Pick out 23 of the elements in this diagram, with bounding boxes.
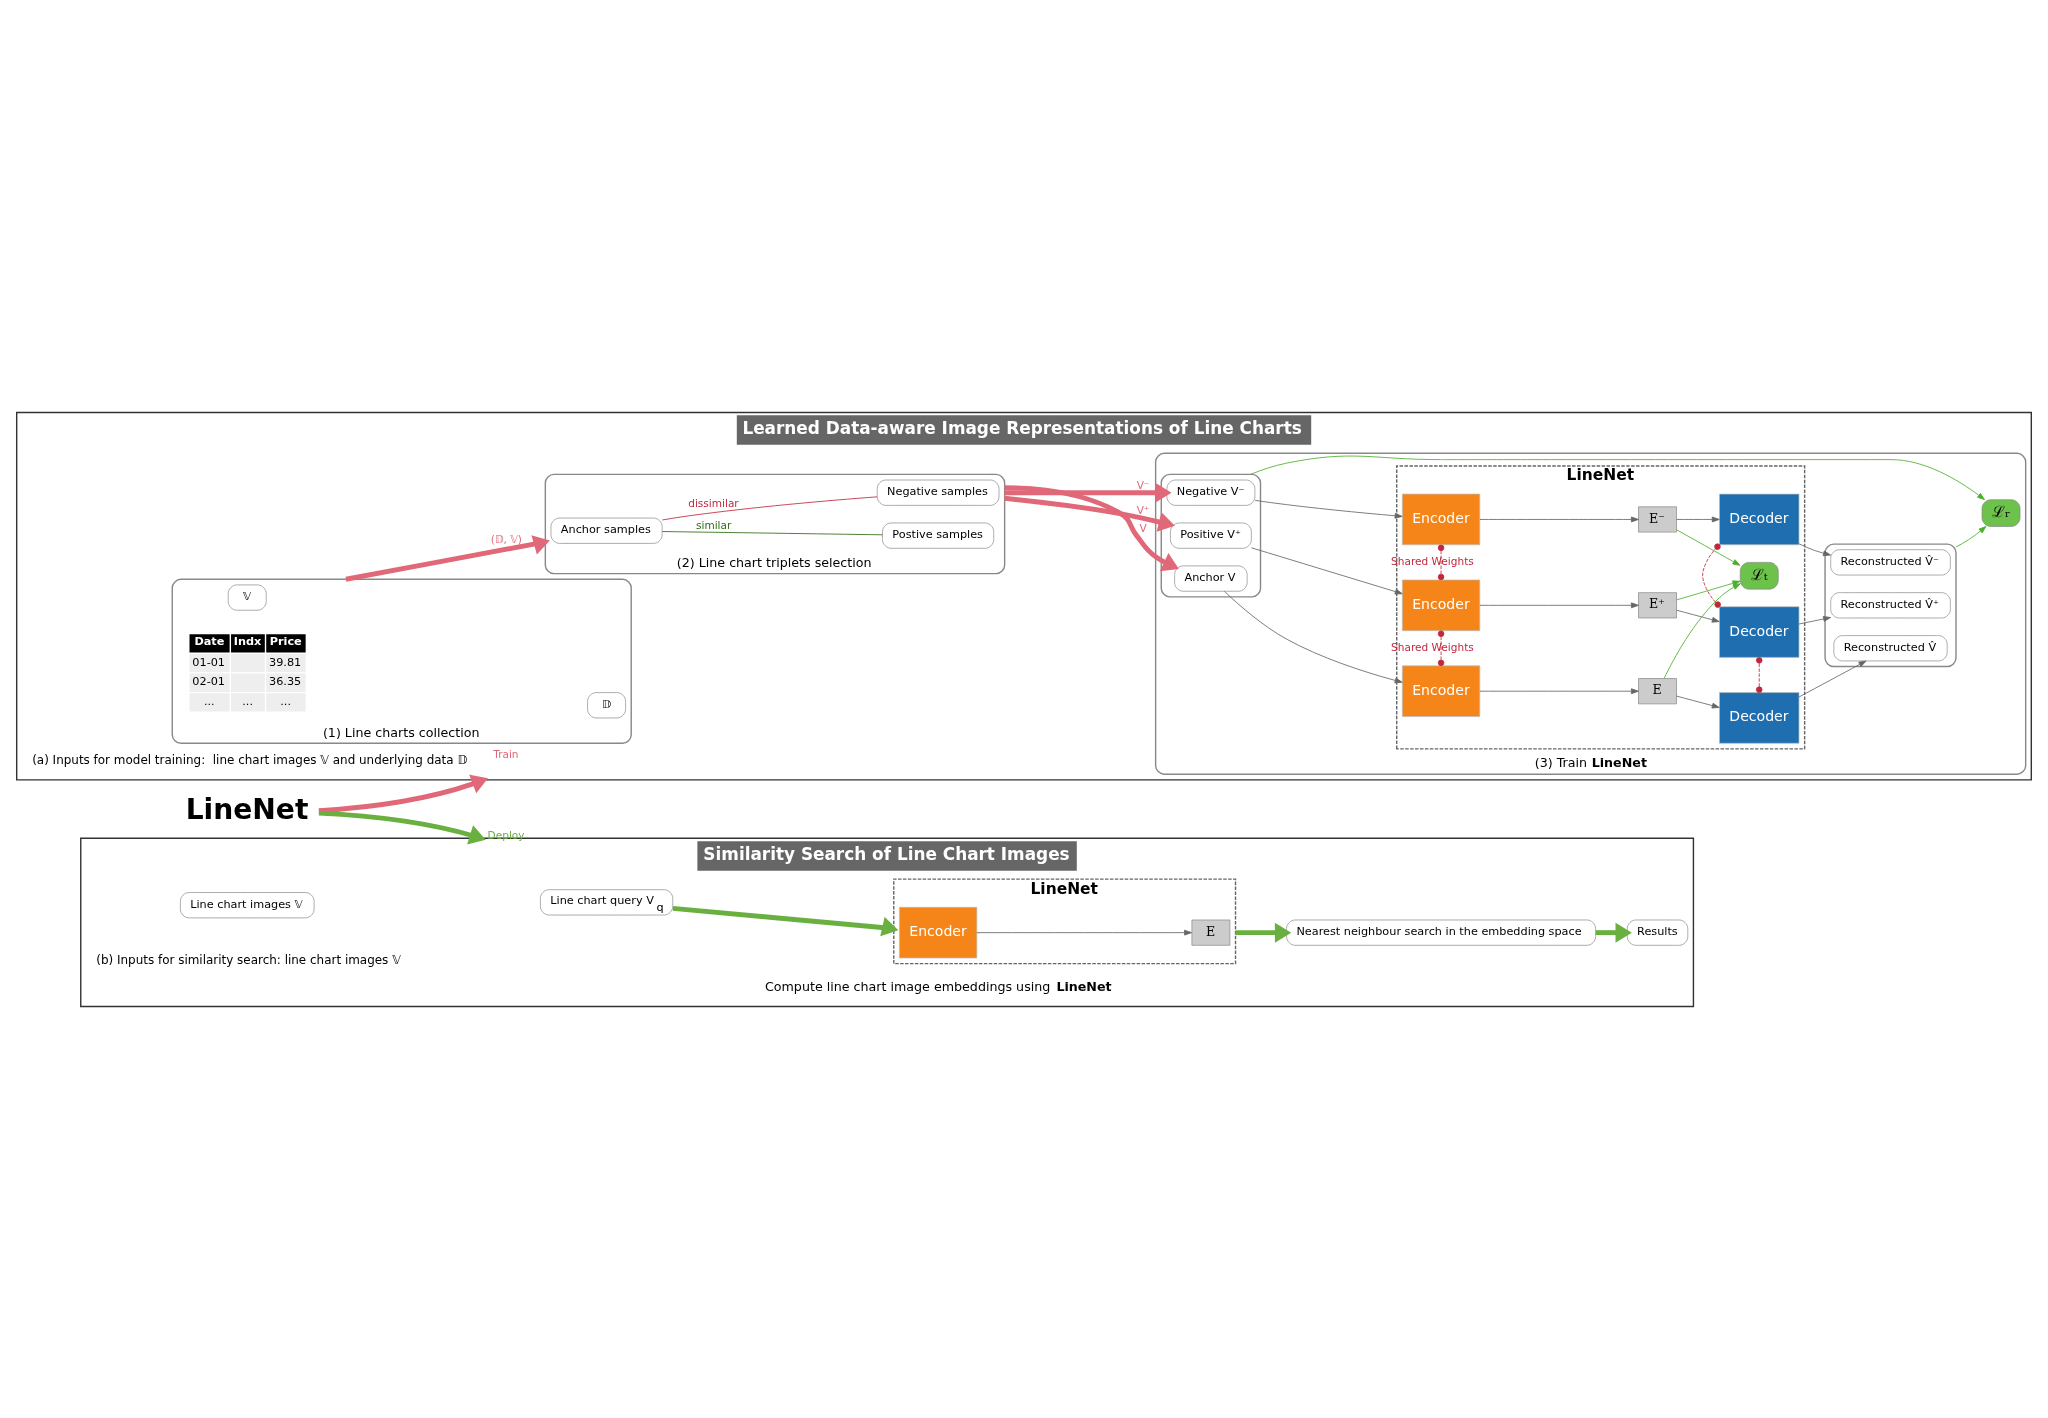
label: 39.81 [269,655,302,669]
label: Indx [233,634,262,648]
label: ... [203,694,215,708]
edge-label: dissimilar [688,496,739,509]
edge-label: Shared Weights [1391,554,1474,567]
edge-label: (𝔻, 𝕍) [490,532,522,545]
edge-label: similar [695,518,732,531]
edge-label: Shared Weights [1391,640,1474,653]
edge-label: V⁻ [1136,478,1150,491]
label: Date [194,634,225,648]
node-label: Compute line chart image embeddings using LineNet [764,978,1112,994]
label: 36.35 [269,674,302,688]
node-text: LineNet [185,792,309,826]
label: (a) Inputs for model training: line chart images 𝕍 and underlying data 𝔻 [32,752,468,767]
label: ... [242,694,254,708]
label: Price [269,634,302,648]
label: (b) Inputs for similarity search: line chart images 𝕍 [96,952,401,967]
edge-label: V [1139,521,1147,534]
label: ... [280,694,292,708]
label: 02-01 [192,674,226,688]
edge-label: V⁺ [1136,503,1150,516]
edge-label: Train [493,747,519,760]
label: 01-01 [192,655,226,669]
